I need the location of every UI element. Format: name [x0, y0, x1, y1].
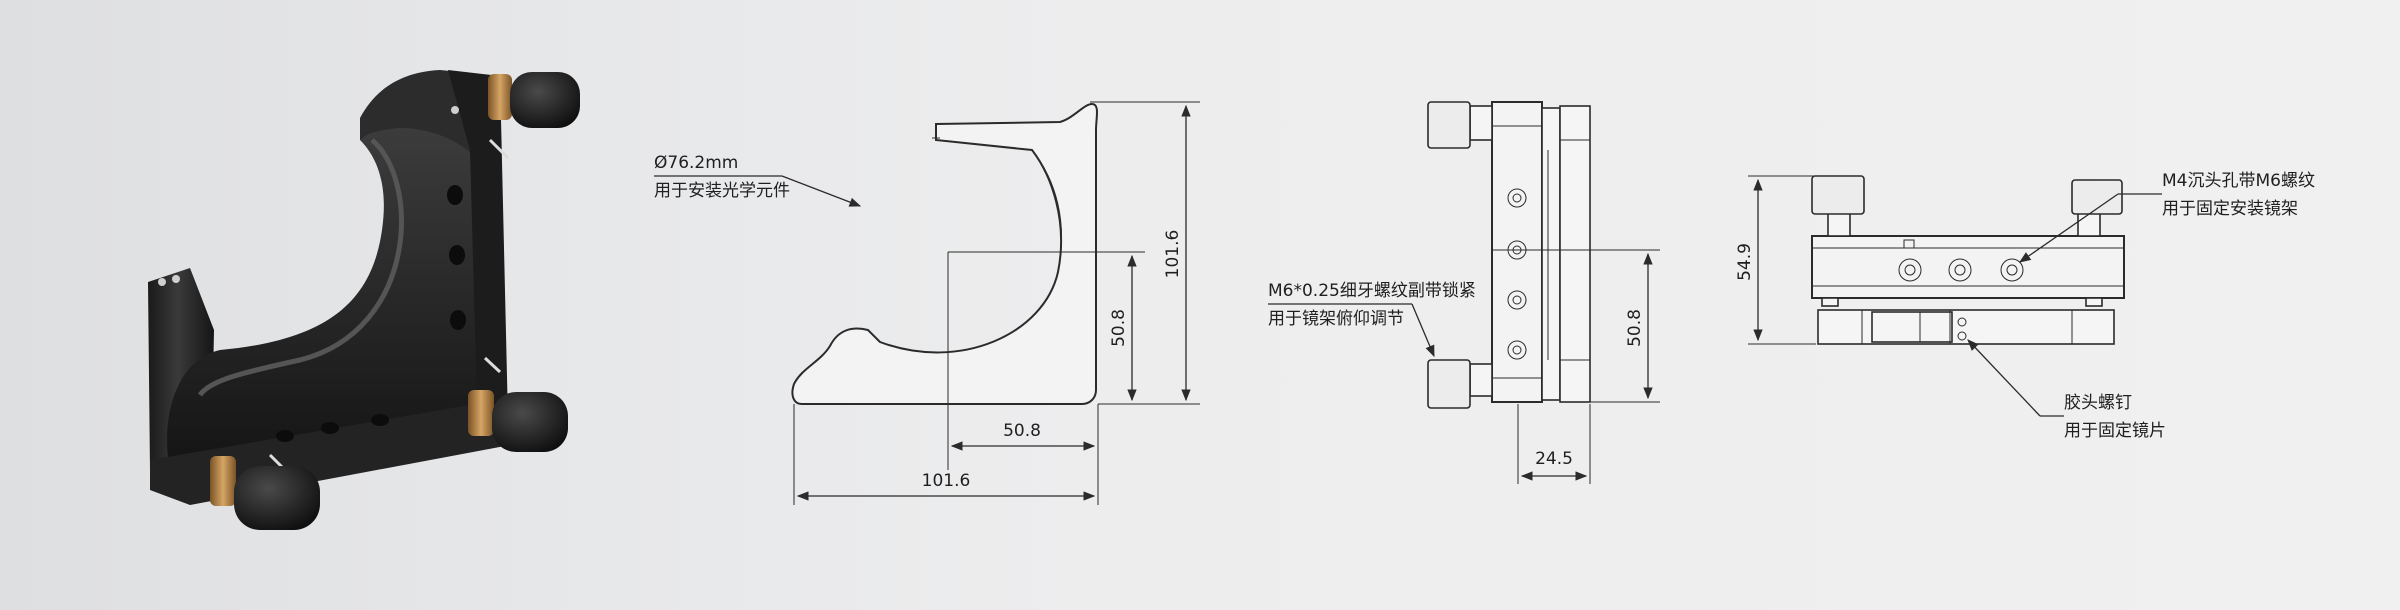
- kinematic-mirror-mount-render: [148, 70, 580, 530]
- side-dim-depth-label: 24.5: [1535, 449, 1573, 469]
- aperture-label: Ø76.2mm: [654, 153, 738, 173]
- screw-thread-label: M6*0.25细牙螺纹副带锁紧: [1268, 281, 1476, 301]
- front-dim-width-label: 101.6: [922, 471, 971, 491]
- front-view-outline: [791, 102, 1098, 405]
- top-view-body: [1811, 235, 2125, 299]
- front-dim-center-height-label: 50.8: [1109, 309, 1129, 347]
- set-screw-label: 胶头螺钉: [2064, 393, 2132, 413]
- mount-hole-note: 用于固定安装镜架: [2162, 199, 2298, 219]
- set-screw-note: 用于固定镜片: [2064, 421, 2166, 441]
- side-view: 50.8 24.5 M6*0.25细牙螺纹副带锁紧 用于镜架俯仰调节: [1268, 101, 1660, 484]
- top-view: 54.9 M4沉头孔带M6螺纹 用于固定安装镜架 胶头螺钉 用于固定镜片: [1735, 171, 2315, 441]
- mount-hole-label: M4沉头孔带M6螺纹: [2162, 171, 2315, 191]
- aperture-note: 用于安装光学元件: [654, 181, 790, 201]
- top-dim-height-label: 54.9: [1735, 243, 1755, 281]
- screw-thread-note: 用于镜架俯仰调节: [1268, 309, 1404, 329]
- front-dim-height-label: 101.6: [1163, 230, 1183, 279]
- side-dim-center-height-label: 50.8: [1625, 309, 1645, 347]
- front-view: 101.6 50.8 50.8 101.6 Ø76.2mm 用于安装光学元件: [654, 101, 1200, 505]
- front-dim-center-width-label: 50.8: [1003, 421, 1041, 441]
- side-view-body: [1491, 101, 1543, 403]
